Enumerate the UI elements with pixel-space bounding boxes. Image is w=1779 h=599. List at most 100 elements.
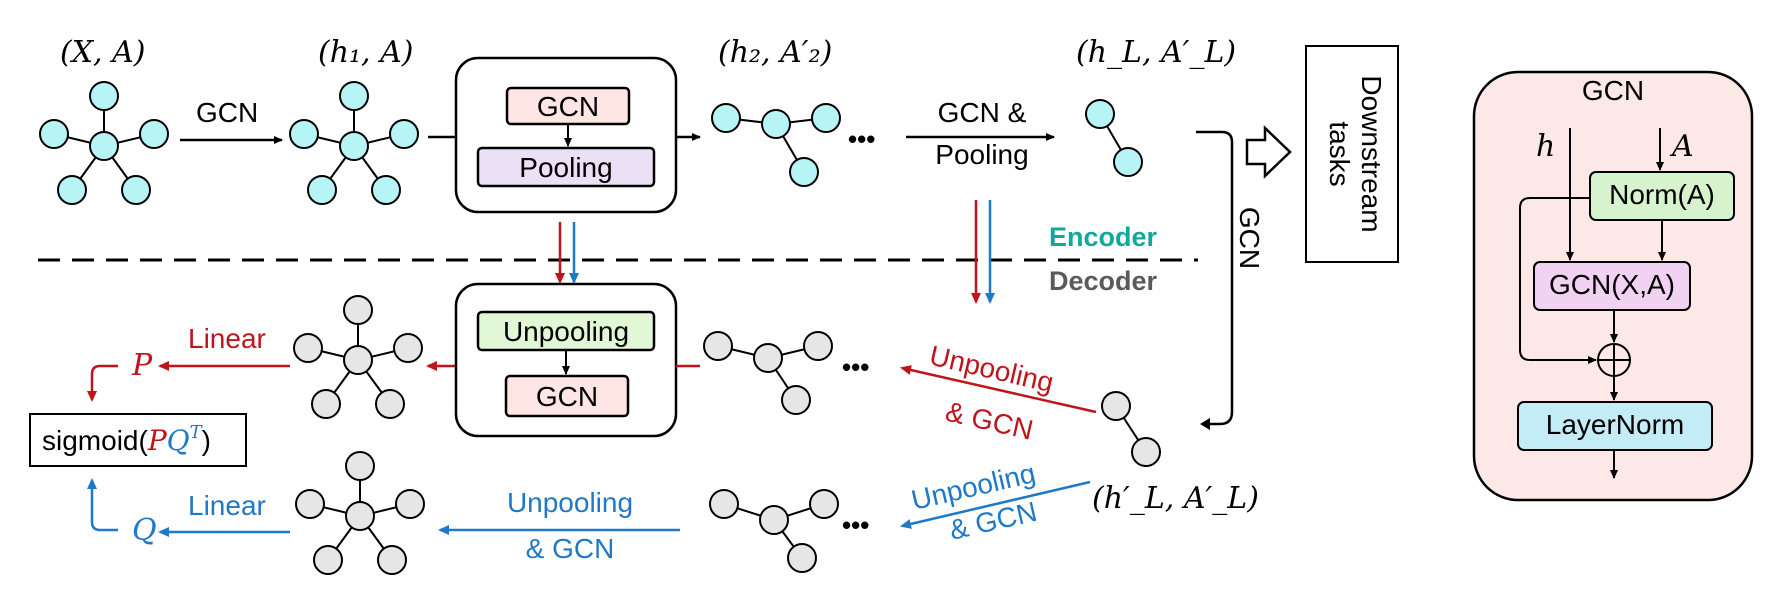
dec-red-tree <box>703 331 833 415</box>
linear-blue-label: Linear <box>188 490 266 521</box>
graph-node <box>375 389 405 419</box>
linear-red-label: Linear <box>188 323 266 354</box>
graph-node <box>307 175 337 205</box>
sigmoid-t: T <box>190 422 204 443</box>
enc-ellipsis: ••• <box>848 124 875 154</box>
graph-node <box>339 131 369 161</box>
graph1-star <box>289 81 419 205</box>
graph-node <box>393 333 423 363</box>
sigmoid-box <box>29 413 247 467</box>
dec-unpooling-label: Unpooling <box>503 316 629 347</box>
q-to-sigmoid-arrow <box>87 478 118 532</box>
graph-node <box>1085 99 1115 129</box>
gcn-pooling-line1: GCN & <box>938 97 1027 128</box>
graph1-label: (h₁, A) <box>318 35 414 70</box>
graph-node <box>787 543 817 573</box>
encoder-block <box>454 56 678 214</box>
graph-node <box>313 545 343 575</box>
downstream-line2: tasks <box>1324 121 1355 186</box>
sigmoid-q: Q <box>167 424 190 457</box>
sigmoid-prefix: sigmoid( <box>42 425 148 456</box>
graph-node <box>377 545 407 575</box>
gcnxa-label: GCN(X,A) <box>1549 269 1675 300</box>
downstream-line1: Downstream <box>1356 75 1387 232</box>
graph-node <box>1101 391 1131 421</box>
graph2-label: (h₂, A′₂) <box>718 35 832 70</box>
graph-node <box>1131 437 1161 467</box>
sigmoid-p: P <box>147 424 168 457</box>
enc-pooling-label: Pooling <box>519 152 612 183</box>
graph-node <box>759 505 789 535</box>
graph-node <box>703 331 733 361</box>
enc-pooling-box <box>476 146 656 188</box>
graph-node <box>809 489 839 519</box>
graph-node <box>711 103 741 133</box>
red-unpool-line2: & GCN <box>943 396 1036 446</box>
graph-node <box>139 119 169 149</box>
graph-node <box>395 489 425 519</box>
graph-node <box>345 451 375 481</box>
graph-node <box>709 489 739 519</box>
graph-node <box>289 119 319 149</box>
bottom-unpool-line2: & GCN <box>526 533 615 564</box>
downstream-box <box>1305 45 1399 263</box>
dec-blue-star <box>295 451 425 575</box>
sigmoid-text: sigmoid(PQT) <box>42 422 211 457</box>
graph-node <box>39 119 69 149</box>
gcn-arrow1-label: GCN <box>196 97 258 128</box>
graph-node <box>1113 147 1143 177</box>
gcn-pooling-line2: Pooling <box>935 139 1028 170</box>
enc-gcn-label: GCN <box>537 91 599 122</box>
decoder-label: Decoder <box>1049 266 1158 296</box>
q-label: Q <box>132 513 157 548</box>
sigmoid-suffix: ) <box>202 425 211 456</box>
graph-node <box>789 157 819 187</box>
norm-label: Norm(A) <box>1609 179 1715 210</box>
graph-node <box>311 389 341 419</box>
dec-L-pair <box>1101 391 1161 467</box>
graph-node <box>339 81 369 111</box>
gcn-panel-h: h <box>1536 129 1555 164</box>
graph0-star <box>39 81 169 205</box>
dec-blue-tree <box>709 489 839 573</box>
encoder-label: Encoder <box>1049 222 1158 252</box>
graph-node <box>389 119 419 149</box>
dec-blue-ellipsis: ••• <box>842 510 869 540</box>
p-label: P <box>131 348 153 383</box>
bottom-unpool-line1: Unpooling <box>507 487 633 518</box>
residual-line <box>1519 197 1597 364</box>
side-gcn-arrowhead <box>1200 418 1210 430</box>
graph-node <box>761 109 791 139</box>
graph-node <box>343 295 373 325</box>
graph0-label: (X, A) <box>60 35 146 70</box>
blue-unpool-arrow <box>900 480 1091 529</box>
graph-node <box>293 333 323 363</box>
plus-icon <box>1597 343 1631 377</box>
graph-node <box>89 131 119 161</box>
graph-node <box>295 489 325 519</box>
graph2-tree <box>711 103 841 187</box>
graph-node <box>89 81 119 111</box>
side-gcn-label: GCN <box>1234 207 1265 269</box>
gcnxa-box <box>1533 261 1691 311</box>
graph-node <box>57 175 87 205</box>
dec-red-star <box>293 295 423 419</box>
graph-node <box>753 343 783 373</box>
gcn-panel-title: GCN <box>1582 75 1644 106</box>
dec-red-ellipsis: ••• <box>842 352 869 382</box>
graph-node <box>781 385 811 415</box>
graph-node <box>121 175 151 205</box>
graph-node <box>811 103 841 133</box>
graph-node <box>343 345 373 375</box>
graph-node <box>345 501 375 531</box>
dec-gcn-label: GCN <box>536 381 598 412</box>
red-unpool-arrow <box>900 365 1097 414</box>
graph-node <box>803 331 833 361</box>
graph-node <box>371 175 401 205</box>
side-gcn-bracket <box>1196 130 1234 426</box>
layernorm-label: LayerNorm <box>1546 409 1684 440</box>
gcn-panel-a: A <box>1669 129 1694 164</box>
hL-prime-label: (h′_L, A′_L) <box>1092 481 1259 516</box>
graphL-pair <box>1085 99 1143 177</box>
